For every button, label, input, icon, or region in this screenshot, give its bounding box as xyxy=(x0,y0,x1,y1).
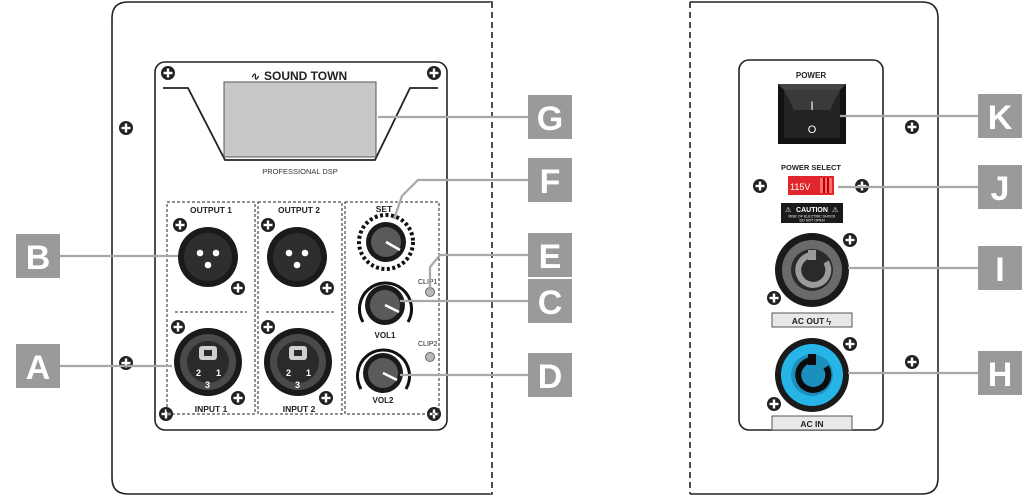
input-2-pin-2: 2 xyxy=(286,368,291,378)
display-bezel xyxy=(163,87,438,161)
connector-screw-icon xyxy=(320,281,334,295)
svg-text:D: D xyxy=(538,358,563,396)
svg-text:I: I xyxy=(995,251,1004,289)
vol-1-knob[interactable] xyxy=(358,281,413,325)
input-1-pin-1: 1 xyxy=(216,368,221,378)
svg-text:A: A xyxy=(26,349,51,387)
voltage-selector-switch[interactable] xyxy=(788,176,834,195)
cabinet-screw-icon xyxy=(905,355,919,369)
power-switch[interactable] xyxy=(778,84,846,144)
input-2-pin-3: 3 xyxy=(295,380,300,390)
leader-lines xyxy=(60,114,978,377)
callout-h: H xyxy=(978,351,1022,395)
output-1-xlr-connector[interactable] xyxy=(178,227,238,287)
callout-b: B xyxy=(16,234,60,278)
lightning-icon: ϟ xyxy=(826,317,832,328)
ac-out-label: AC OUT xyxy=(792,316,825,326)
voltage-value: 115V xyxy=(790,182,810,192)
input-1-combo-jack[interactable] xyxy=(174,328,242,396)
output-2-label: OUTPUT 2 xyxy=(278,205,320,215)
svg-text:G: G xyxy=(537,100,563,138)
vol-1-label: VOL1 xyxy=(375,331,396,340)
io-sections xyxy=(166,201,440,415)
connector-screw-icon xyxy=(261,218,275,232)
caution-label xyxy=(781,203,843,223)
power-select-label: POWER SELECT xyxy=(781,163,841,172)
callout-a: A xyxy=(16,344,60,388)
connector-screw-icon xyxy=(171,320,185,334)
callout-i: I xyxy=(978,246,1022,290)
svg-text:E: E xyxy=(539,238,562,276)
ac-out-powercon[interactable] xyxy=(775,233,849,307)
callout-k: K xyxy=(978,94,1022,138)
callout-e: E xyxy=(528,233,572,277)
brand-mark-icon: ∿ xyxy=(250,71,260,83)
connector-screw-icon xyxy=(843,337,857,351)
svg-text:K: K xyxy=(988,99,1013,137)
input-2-pin-1: 1 xyxy=(306,368,311,378)
dsp-label: PROFESSIONAL DSP xyxy=(262,167,338,176)
callout-g: G xyxy=(528,95,572,139)
caution-line-2: DO NOT OPEN xyxy=(799,219,824,223)
connector-screw-icon xyxy=(173,218,187,232)
connector-screw-icon xyxy=(843,233,857,247)
power-off-mark: O xyxy=(808,124,817,136)
caution-line-1: RISK OF ELECTRIC SHOCK xyxy=(789,215,837,219)
caution-warning-icon: ⚠ xyxy=(785,206,791,214)
power-label: POWER xyxy=(796,71,826,80)
svg-text:F: F xyxy=(540,163,561,201)
vol-2-label: VOL2 xyxy=(373,396,394,405)
callout-j: J xyxy=(978,165,1022,209)
ac-in-label: AC IN xyxy=(800,419,823,429)
plate-screw-icon xyxy=(159,407,173,421)
connector-screw-icon xyxy=(231,391,245,405)
ac-out-label-plate xyxy=(771,312,853,328)
caution-title: CAUTION xyxy=(796,207,828,214)
svg-text:C: C xyxy=(538,284,563,322)
svg-text:J: J xyxy=(991,170,1010,208)
set-label: SET xyxy=(376,204,393,214)
cabinet-screw-icon xyxy=(905,120,919,134)
input-1-pin-3: 3 xyxy=(205,380,210,390)
svg-text:B: B xyxy=(26,239,51,277)
power-on-mark: I xyxy=(810,99,813,113)
dsp-display xyxy=(223,81,377,158)
input-2-combo-jack[interactable] xyxy=(264,328,332,396)
clip-2-label: CLIP2 xyxy=(418,341,438,348)
callout-f: F xyxy=(528,158,572,202)
plate-screw-icon xyxy=(753,179,767,193)
brand-name: SOUND TOWN xyxy=(264,69,347,83)
connector-screw-icon xyxy=(319,391,333,405)
connector-screw-icon xyxy=(767,397,781,411)
callout-d: D xyxy=(528,353,572,397)
output-2-xlr-connector[interactable] xyxy=(267,227,327,287)
clip-2-led xyxy=(425,352,435,362)
plate-screw-icon xyxy=(427,66,441,80)
svg-text:H: H xyxy=(988,356,1013,394)
caution-warning-icon: ⚠ xyxy=(832,206,838,214)
connector-screw-icon xyxy=(261,320,275,334)
input-1-pin-2: 2 xyxy=(196,368,201,378)
input-2-label: INPUT 2 xyxy=(283,404,316,414)
connector-screw-icon xyxy=(767,291,781,305)
input-1-label: INPUT 1 xyxy=(195,404,228,414)
brand-logo: ∿ xyxy=(250,71,260,83)
clip-1-label: CLIP1 xyxy=(418,279,438,286)
output-1-label: OUTPUT 1 xyxy=(190,205,232,215)
connector-screw-icon xyxy=(231,281,245,295)
ac-in-powercon[interactable] xyxy=(775,338,849,412)
callout-c: C xyxy=(528,279,572,323)
plate-screw-icon xyxy=(161,66,175,80)
set-encoder-knob[interactable] xyxy=(357,213,415,271)
cabinet-screw-icon xyxy=(119,121,133,135)
cabinet-screw-icon xyxy=(119,356,133,370)
ac-in-label-plate xyxy=(771,415,853,431)
